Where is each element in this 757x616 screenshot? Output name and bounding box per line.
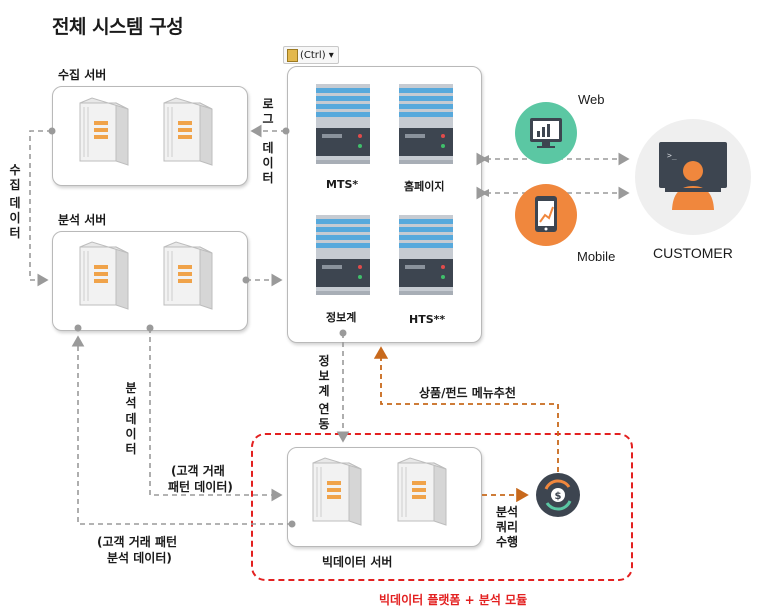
product-recommend-arrow — [373, 346, 559, 472]
infosys-rack-icon — [316, 215, 370, 295]
infosys-label: 정보계 — [326, 311, 357, 324]
web-icon — [515, 102, 577, 164]
customer-icon: >_ — [635, 119, 751, 235]
analysis-query-label-2: 쿼리 — [496, 520, 519, 534]
collect-data-arrow — [29, 130, 52, 287]
analysis-data-label-2: 데이터 — [125, 412, 137, 456]
analysis-server-2-icon — [163, 241, 213, 310]
info-link-label-1: 정보계 — [318, 354, 330, 398]
collect-data-label-1: 수집 — [9, 163, 21, 192]
mts-rack-icon — [316, 84, 370, 164]
analysis-server-label: 분석 서버 — [58, 213, 107, 227]
collect-server-label: 수집 서버 — [58, 68, 107, 82]
pattern-data-arrow — [149, 328, 283, 502]
hts-rack-icon — [399, 215, 453, 295]
mobile-label: Mobile — [577, 249, 616, 264]
paste-options-badge[interactable]: (Ctrl) ▾ — [283, 46, 339, 64]
bigdata-server-label: 빅데이터 서버 — [322, 555, 393, 569]
mts-label: MTS* — [326, 178, 359, 191]
analysis-data-label-1: 분석 — [125, 381, 137, 410]
bigdata-server-2-icon — [397, 457, 447, 526]
collect-server-2-icon — [163, 97, 213, 166]
customer-pattern-data-label-2: 패턴 데이터) — [168, 480, 233, 494]
collect-data-label-2: 데이터 — [9, 196, 21, 240]
bigdata-module-label: 빅데이터 플랫폼 + 분석 모듈 — [379, 593, 528, 607]
info-link-label-2: 연동 — [318, 402, 330, 431]
web-label: Web — [578, 92, 605, 107]
analysis-server-1-icon — [79, 241, 129, 310]
collect-server-1-icon — [79, 97, 129, 166]
customer-pattern-data-label-1: (고객 거래 — [171, 464, 225, 478]
log-data-label-1: 로그 — [262, 97, 274, 126]
analysis-query-label-1: 분석 — [496, 505, 519, 519]
clipboard-icon — [287, 48, 298, 62]
svg-text:>_: >_ — [667, 151, 677, 160]
bigdata-server-1-icon — [312, 457, 362, 526]
analysis-query-label-3: 수행 — [496, 535, 519, 549]
customer-pattern-analysis-label-2: 분석 데이터) — [107, 551, 172, 565]
customer-pattern-analysis-label-1: (고객 거래 패턴 — [97, 535, 178, 549]
log-data-label-2: 데이터 — [262, 141, 274, 185]
homepage-label: 홈페이지 — [404, 180, 445, 193]
homepage-rack-icon — [399, 84, 453, 164]
mobile-icon — [515, 184, 577, 246]
customer-label: CUSTOMER — [653, 245, 733, 261]
analytics-module-icon: $ — [536, 473, 580, 517]
collect-server-box — [52, 86, 248, 186]
hts-label: HTS** — [409, 313, 446, 326]
svg-text:$: $ — [555, 491, 562, 502]
bigdata-platform-region — [251, 433, 633, 581]
page-title: 전체 시스템 구성 — [52, 16, 184, 38]
product-recommend-label: 상품/펀드 메뉴추천 — [419, 386, 516, 400]
pattern-analysis-arrow — [71, 335, 292, 525]
